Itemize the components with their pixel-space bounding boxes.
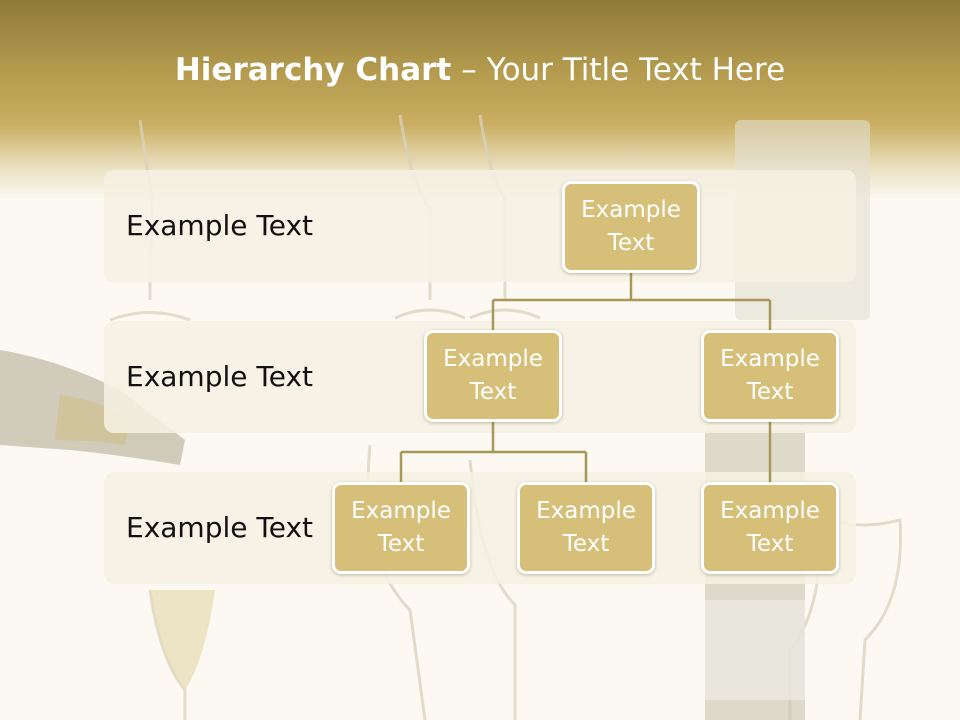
node-level3-b-text: Example Text — [536, 498, 636, 557]
connector-root-to-level2 — [491, 273, 772, 330]
node-root[interactable]: Example Text — [562, 181, 700, 273]
level-label-3: Example Text — [126, 511, 314, 544]
title-rest-part: Your Title Text Here — [486, 52, 786, 88]
node-level3-c-text: Example Text — [720, 498, 820, 557]
level-label-1: Example Text — [126, 209, 314, 242]
node-level3-a-text: Example Text — [351, 498, 451, 557]
level-label-2: Example Text — [126, 360, 314, 393]
title-bold-part: Hierarchy Chart — [174, 52, 452, 88]
node-level2-right[interactable]: Example Text — [701, 330, 839, 422]
node-level2-right-text: Example Text — [720, 346, 820, 405]
title-separator: – — [461, 52, 477, 88]
node-level3-b[interactable]: Example Text — [517, 482, 655, 574]
node-level2-left-text: Example Text — [443, 346, 543, 405]
connector-left-to-children — [399, 422, 588, 482]
node-level3-a[interactable]: Example Text — [332, 482, 470, 574]
node-root-text: Example Text — [581, 197, 681, 256]
node-level3-c[interactable]: Example Text — [701, 482, 839, 574]
node-level2-left[interactable]: Example Text — [424, 330, 562, 422]
level-band-1: Example Text — [104, 170, 856, 282]
slide-title: Hierarchy Chart–Your Title Text Here — [0, 52, 960, 88]
